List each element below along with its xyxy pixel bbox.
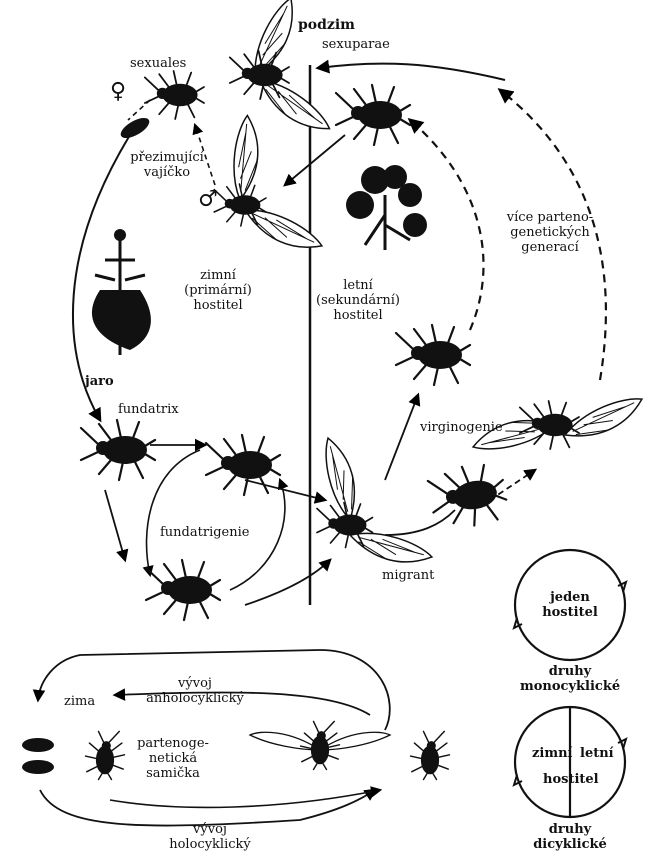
arrow-fundatrix-down	[105, 490, 125, 560]
label-winter-host-line2: (primární)	[163, 283, 273, 298]
label-mono-species-line1: druhy	[520, 664, 620, 679]
label-di-species-line2: dicyklické	[520, 837, 620, 852]
arrow-sexuparae-to-male	[285, 135, 345, 185]
summer-host-plant	[346, 165, 427, 250]
label-di-host: hostitel	[543, 772, 599, 787]
winter-host-plant	[92, 229, 151, 355]
arrow-migrant-to-virginogenie	[385, 395, 418, 480]
label-parteno-gen-line1: více parteno-	[495, 210, 605, 225]
label-winter-host-line3: hostitel	[163, 298, 273, 313]
label-summer-host-line2: (sekundární)	[303, 293, 413, 308]
fundatrix-aphid	[81, 420, 155, 480]
label-winter-host-line1: zimní	[163, 268, 273, 283]
label-summer-host-line1: letní	[303, 278, 413, 293]
egg-pair-figure	[22, 738, 54, 774]
male-winged-aphid	[201, 115, 321, 266]
label-podzim: podzim	[298, 18, 355, 33]
label-anholocyclic-line2: anholocyklický	[140, 691, 250, 706]
label-anholocyclic-line1: vývoj	[140, 676, 250, 691]
label-holocyclic-line1: vývoj	[155, 822, 265, 837]
label-parteno-female-line3: samička	[118, 766, 228, 781]
label-mono-species-line2: monocyklické	[520, 679, 620, 694]
label-overwintering-egg-line2: vajíčko	[112, 165, 222, 180]
label-zima: zima	[64, 694, 95, 709]
arrow-sexuparae-return	[318, 64, 505, 80]
label-di-species-line1: druhy	[520, 822, 620, 837]
fundatrigenie-aphid-2	[146, 560, 220, 620]
arrow-to-migrant-2	[245, 560, 330, 605]
label-sexuparae: sexuparae	[322, 37, 390, 52]
label-sexuales: sexuales	[130, 56, 186, 71]
label-virginogenie: virginogenie	[420, 420, 503, 435]
label-parteno-female-line2: netická	[118, 751, 228, 766]
line-migrant-right	[385, 510, 455, 535]
sexuales-aphid	[145, 71, 204, 119]
label-holocyclic-line2: holocyklický	[155, 837, 265, 852]
label-summer-host: letní (sekundární) hostitel	[303, 278, 413, 323]
label-monocyclic-circle: jeden hostitel	[530, 590, 610, 620]
label-winter-host: zimní (primární) hostitel	[163, 268, 273, 313]
label-parthenogenetic-generations: více parteno- genetických generací	[495, 210, 605, 255]
sexuparae-aphid	[336, 85, 410, 145]
parteno-female-aphid-right	[411, 731, 450, 779]
male-symbol: ♂	[198, 192, 218, 207]
label-mono-line2: hostitel	[530, 605, 610, 620]
arrow-fundatrigenie-loop-left	[147, 450, 200, 575]
label-fundatrigenie: fundatrigenie	[160, 525, 249, 540]
label-parthenogenetic-female: partenoge- netická samička	[118, 736, 228, 781]
label-di-winter: zimní	[532, 746, 572, 761]
virginogenie-aphid	[396, 325, 470, 385]
label-jaro: jaro	[85, 374, 114, 389]
label-parteno-gen-line3: generací	[495, 240, 605, 255]
label-summer-host-line3: hostitel	[303, 308, 413, 323]
label-overwintering-egg-line1: přezimující	[112, 150, 222, 165]
apterous-virginogenie-aphid	[426, 460, 509, 532]
label-parteno-gen-line2: genetických	[495, 225, 605, 240]
label-migrant: migrant	[382, 568, 434, 583]
label-fundatrix: fundatrix	[118, 402, 179, 417]
female-symbol: ♀	[110, 84, 126, 99]
arrow-parteno-to-winged	[110, 790, 380, 807]
label-dicyclic-species: druhy dicyklické	[520, 822, 620, 852]
egg-figure	[118, 114, 153, 142]
label-holocyclic: vývoj holocyklický	[155, 822, 265, 852]
label-di-summer: letní	[580, 746, 614, 761]
label-overwintering-egg: přezimující vajíčko	[112, 150, 222, 180]
label-anholocyclic: vývoj anholocyklický	[140, 676, 250, 706]
bottom-winged-aphid	[250, 721, 390, 769]
label-parteno-female-line1: partenoge-	[118, 736, 228, 751]
label-mono-line1: jeden	[530, 590, 610, 605]
migrant-winged-aphid	[298, 438, 432, 587]
label-monocyclic-species: druhy monocyklické	[520, 664, 620, 694]
